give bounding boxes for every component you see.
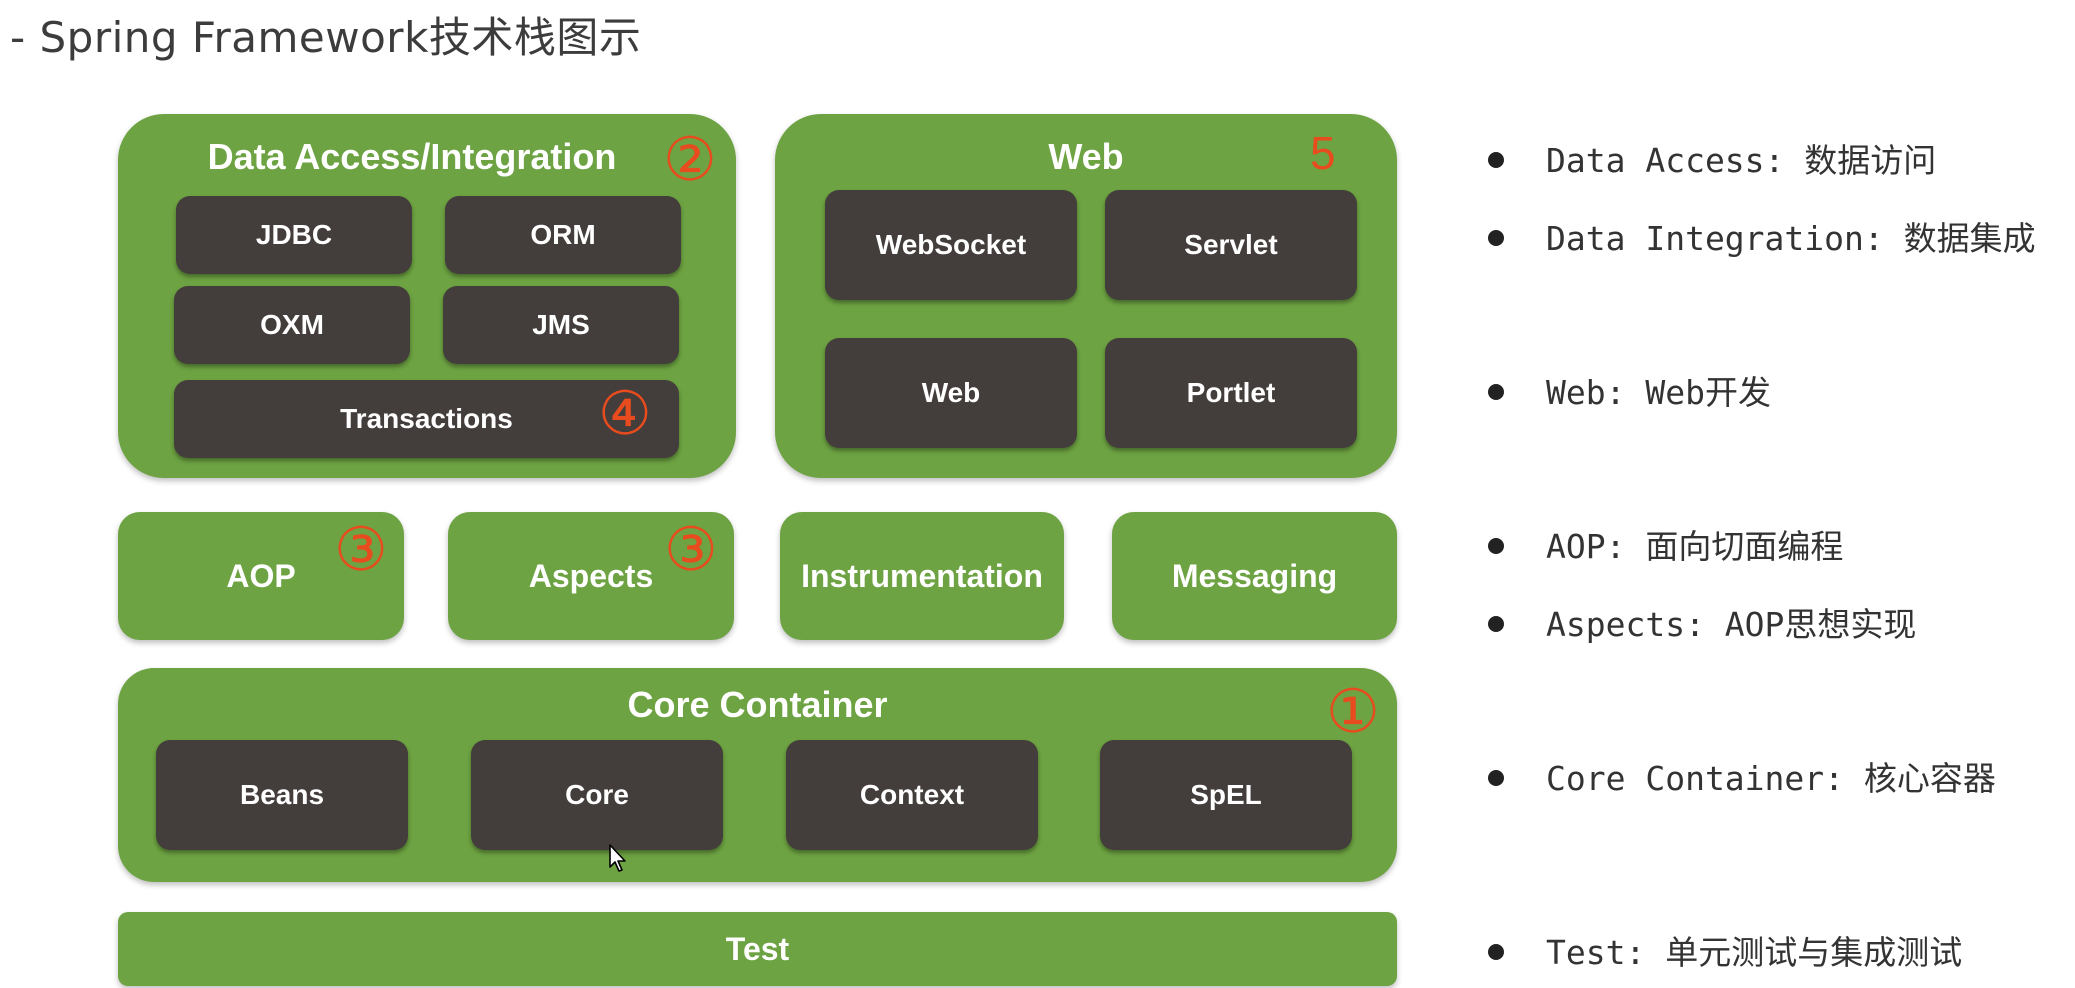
legend-item-data-integration: Data Integration: 数据集成 [1488,212,2036,260]
instrumentation-label: Instrumentation [801,557,1043,594]
legend-text: Web: Web开发 [1546,373,1771,412]
aop-box: AOP [118,512,404,640]
aop-label: AOP [226,557,296,594]
bullet-icon [1488,229,1504,246]
bullet-icon [1488,151,1504,168]
legend-text: Data Access: 数据访问 [1546,141,1937,180]
aspects-label: Aspects [528,557,654,594]
test-box: Test [118,912,1397,986]
legend-text: Core Container: 核心容器 [1546,759,1996,798]
instrumentation-box: Instrumentation [780,512,1064,640]
bullet-icon [1488,943,1504,960]
module-transactions: Transactions [174,380,679,458]
bullet-icon [1488,383,1504,400]
legend-item-core-container: Core Container: 核心容器 [1488,752,1996,800]
module-core: Core [471,740,723,850]
module-servlet: Servlet [1105,190,1357,300]
badge-4: ④ [598,379,652,449]
badge-5: 5 [1310,127,1336,179]
messaging-label: Messaging [1171,557,1338,594]
page-title: - Spring Framework技术栈图示 [10,13,642,62]
module-jms: JMS [443,286,679,364]
legend-text: Aspects: AOP思想实现 [1546,605,1917,644]
core-container-title: Core Container [627,684,888,725]
badge-2: ② [663,125,717,195]
module-context: Context [786,740,1038,850]
legend-item-data-access: Data Access: 数据访问 [1488,134,1936,182]
badge-1: ① [1326,677,1380,747]
module-portlet: Portlet [1105,338,1357,448]
badge-3-aspects: ③ [664,515,718,585]
messaging-box: Messaging [1112,512,1397,640]
mouse-cursor-icon [609,844,626,872]
module-websocket: WebSocket [825,190,1077,300]
module-jdbc: JDBC [176,196,412,274]
web-panel: Web 5 WebSocket Servlet Web Portlet [775,114,1397,478]
legend-item-aspects: Aspects: AOP思想实现 [1488,598,1916,646]
module-oxm: OXM [174,286,410,364]
bullet-icon [1488,615,1504,632]
legend-item-web: Web: Web开发 [1488,366,1771,414]
badge-3-aop: ③ [334,515,388,585]
aspects-box: Aspects [448,512,734,640]
transactions-label: Transactions [340,403,513,434]
module-beans: Beans [156,740,408,850]
legend-item-aop: AOP: 面向切面编程 [1488,520,1843,568]
core-container-panel: Core Container ① Beans Core Context SpEL [118,668,1397,882]
legend-text: AOP: 面向切面编程 [1546,527,1844,566]
data-access-title: Data Access/Integration [207,136,617,177]
bullet-icon [1488,769,1504,786]
module-spel: SpEL [1100,740,1352,850]
bullet-icon [1488,537,1504,554]
data-access-panel: Data Access/Integration ② JDBC ORM OXM J… [118,114,736,478]
module-orm: ORM [445,196,681,274]
legend-text: Data Integration: 数据集成 [1546,219,2036,258]
legend-item-test: Test: 单元测试与集成测试 [1488,926,1962,974]
module-web: Web [825,338,1077,448]
test-label: Test [725,930,790,967]
legend-text: Test: 单元测试与集成测试 [1546,933,1963,972]
web-title: Web [1048,136,1124,177]
